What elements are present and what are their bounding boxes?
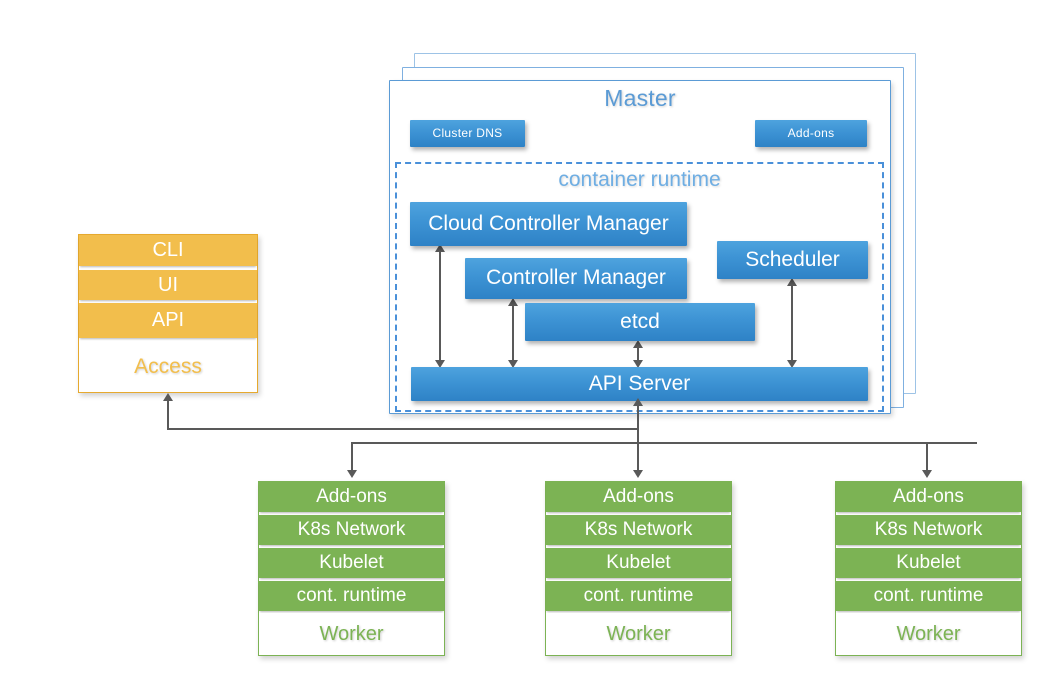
worker1-row-addons[interactable]: Add-ons (259, 482, 444, 512)
arrow-worker2-down-icon (633, 470, 643, 478)
arrow-cm-down-icon (508, 360, 518, 368)
arrow-apiserver-up-icon (633, 398, 643, 406)
access-footer-label: Access (79, 341, 257, 392)
connector-apiserver-down-stem (637, 401, 639, 476)
arrow-scheduler-down-icon (787, 360, 797, 368)
access-row-cli[interactable]: CLI (79, 235, 257, 266)
arrow-scheduler-up-icon (787, 278, 797, 286)
connector-access-bus (167, 428, 639, 430)
container-runtime-boundary (395, 162, 884, 412)
worker2-row-network[interactable]: K8s Network (546, 515, 731, 545)
arrow-ccm-down-icon (435, 360, 445, 368)
master-addons-box[interactable]: Add-ons (755, 120, 867, 147)
worker-node-3: Add-ons K8s Network Kubelet cont. runtim… (835, 481, 1022, 656)
controller-manager-box[interactable]: Controller Manager (465, 258, 687, 299)
worker2-row-addons[interactable]: Add-ons (546, 482, 731, 512)
access-row-ui[interactable]: UI (79, 270, 257, 300)
connector-worker3-drop (926, 442, 928, 470)
arrow-worker1-down-icon (347, 470, 357, 478)
worker1-footer-label: Worker (259, 613, 444, 655)
arrow-access-up-icon (163, 393, 173, 401)
connector-worker-bus (351, 442, 977, 444)
arrow-etcd-down-icon (633, 360, 643, 368)
worker3-row-kubelet[interactable]: Kubelet (836, 548, 1021, 578)
container-runtime-title: container runtime (558, 168, 721, 191)
master-title: Master (604, 85, 676, 111)
worker3-row-network[interactable]: K8s Network (836, 515, 1021, 545)
api-server-box[interactable]: API Server (411, 367, 868, 401)
worker3-row-runtime[interactable]: cont. runtime (836, 581, 1021, 611)
access-panel: CLI UI API Access (78, 234, 258, 393)
arrow-worker3-down-icon (922, 470, 932, 478)
worker3-footer-label: Worker (836, 613, 1021, 655)
connector-cm-apiserver (512, 302, 514, 366)
connector-ccm-apiserver (439, 248, 441, 366)
worker-node-2: Add-ons K8s Network Kubelet cont. runtim… (545, 481, 732, 656)
worker-node-1: Add-ons K8s Network Kubelet cont. runtim… (258, 481, 445, 656)
worker1-row-runtime[interactable]: cont. runtime (259, 581, 444, 611)
worker1-row-network[interactable]: K8s Network (259, 515, 444, 545)
cloud-controller-manager-box[interactable]: Cloud Controller Manager (410, 202, 687, 246)
etcd-box[interactable]: etcd (525, 303, 755, 341)
connector-scheduler-apiserver (791, 282, 793, 366)
connector-etcd-apiserver (637, 344, 639, 366)
connector-worker1-drop (351, 442, 353, 470)
scheduler-box[interactable]: Scheduler (717, 241, 868, 279)
connector-access-trunk (167, 400, 169, 429)
arrow-etcd-up-icon (633, 340, 643, 348)
arrow-cm-up-icon (508, 298, 518, 306)
worker2-row-runtime[interactable]: cont. runtime (546, 581, 731, 611)
worker2-footer-label: Worker (546, 613, 731, 655)
worker1-row-kubelet[interactable]: Kubelet (259, 548, 444, 578)
cluster-dns-box[interactable]: Cluster DNS (410, 120, 525, 147)
arrow-ccm-up-icon (435, 244, 445, 252)
worker3-row-addons[interactable]: Add-ons (836, 482, 1021, 512)
access-row-api[interactable]: API (79, 303, 257, 338)
worker2-row-kubelet[interactable]: Kubelet (546, 548, 731, 578)
